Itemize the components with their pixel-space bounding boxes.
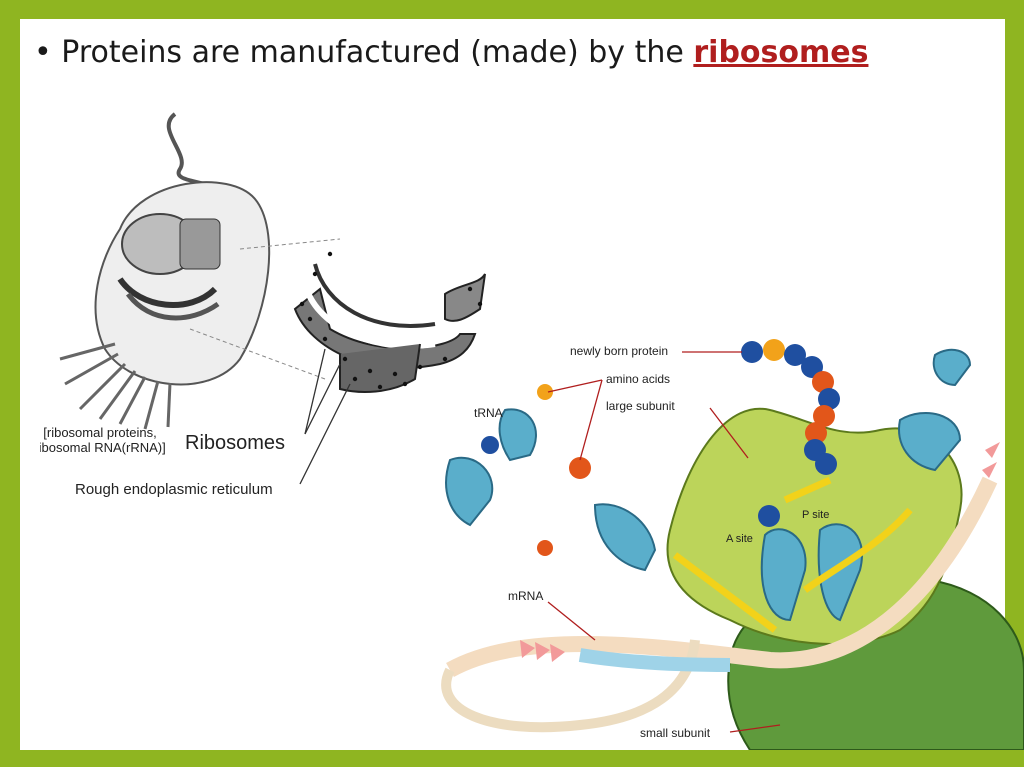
- large-subunit-shape: [666, 407, 963, 645]
- label-ribosomes: Ribosomes: [185, 432, 285, 454]
- pointer-line-2: [304, 363, 341, 435]
- rough-er-enlarged-shape: [293, 248, 486, 393]
- label-large-subunit: large subunit: [606, 399, 675, 413]
- flow-arrows: [672, 476, 913, 633]
- label-a-site: A site: [726, 533, 753, 545]
- trna-shapes: [445, 348, 972, 622]
- zoom-line-2: [189, 328, 326, 380]
- label-rough-er: Rough endoplasmic reticulum: [75, 481, 273, 498]
- mrna-codons-shape: [578, 648, 731, 672]
- organelle-shape: [179, 218, 221, 270]
- label-amino-acids: amino acids: [606, 372, 670, 386]
- label-ribosomal-1: [ribosomal proteins,: [43, 425, 156, 440]
- ribosome-dots: [299, 251, 483, 390]
- bullet-symbol: •: [34, 35, 52, 70]
- label-ribosomal-2: ribosomal RNA(rRNA)]: [40, 440, 166, 455]
- label-p-site: P site: [802, 509, 829, 521]
- protein-chain: [481, 339, 840, 556]
- bullet-text: Proteins are manufactured (made) by the: [61, 35, 694, 70]
- label-trna: tRNA: [474, 406, 503, 420]
- label-small-subunit: small subunit: [640, 726, 711, 740]
- keyword-ribosomes: ribosomes: [693, 35, 869, 70]
- er-inner-shape: [117, 277, 218, 308]
- label-newly-born-protein: newly born protein: [570, 344, 668, 358]
- microvilli-shape: [59, 342, 172, 430]
- zoom-line: [239, 238, 341, 250]
- er-inner-shape-2: [125, 292, 220, 321]
- pointer-line-3: [299, 383, 351, 485]
- bullet-title: • Proteins are manufactured (made) by th…: [34, 35, 868, 70]
- cell-rough-er-diagram: [ribosomal proteins, ribosomal RNA(rRNA)…: [40, 112, 486, 498]
- ribosome-translation-diagram: newly born protein amino acids large sub…: [441, 339, 1024, 750]
- slide: • Proteins are manufactured (made) by th…: [20, 19, 1005, 750]
- direction-arrows: [520, 442, 1000, 662]
- label-mrna: mRNA: [508, 589, 543, 603]
- pointer-line: [304, 348, 326, 435]
- mrna-tail-shape: [441, 639, 700, 733]
- label-pointers: [547, 351, 781, 733]
